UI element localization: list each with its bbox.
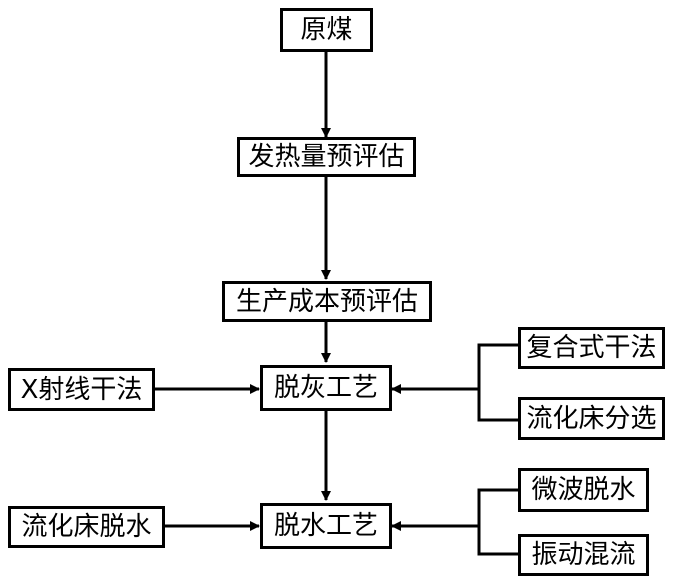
vibration-mix-box: 振动混流 <box>518 534 649 576</box>
cost-assessment-box: 生产成本预评估 <box>222 281 432 322</box>
bracket-deash-methods <box>479 345 518 420</box>
raw-coal-label: 原煤 <box>300 17 352 43</box>
raw-coal-box: 原煤 <box>280 8 373 52</box>
composite-dry-box: 复合式干法 <box>518 327 665 369</box>
deash-process-label: 脱灰工艺 <box>274 375 378 401</box>
fluidized-sort-label: 流化床分选 <box>526 406 656 432</box>
fluidized-dewater-box: 流化床脱水 <box>8 506 165 548</box>
deash-process-box: 脱灰工艺 <box>260 365 392 411</box>
vibration-mix-label: 振动混流 <box>531 542 635 568</box>
calorific-assessment-label: 发热量预评估 <box>248 144 404 170</box>
xray-dry-label: X射线干法 <box>21 377 143 403</box>
dewater-process-label: 脱水工艺 <box>274 513 378 539</box>
dewater-process-box: 脱水工艺 <box>260 503 392 549</box>
composite-dry-label: 复合式干法 <box>526 335 656 361</box>
cost-assessment-label: 生产成本预评估 <box>236 289 418 315</box>
bracket-dewater-methods <box>479 490 518 554</box>
fluidized-dewater-label: 流化床脱水 <box>21 514 151 540</box>
microwave-dewater-box: 微波脱水 <box>518 468 649 512</box>
calorific-assessment-box: 发热量预评估 <box>237 137 416 177</box>
fluidized-sort-box: 流化床分选 <box>518 397 665 440</box>
xray-dry-box: X射线干法 <box>8 368 155 411</box>
microwave-dewater-label: 微波脱水 <box>531 477 635 503</box>
